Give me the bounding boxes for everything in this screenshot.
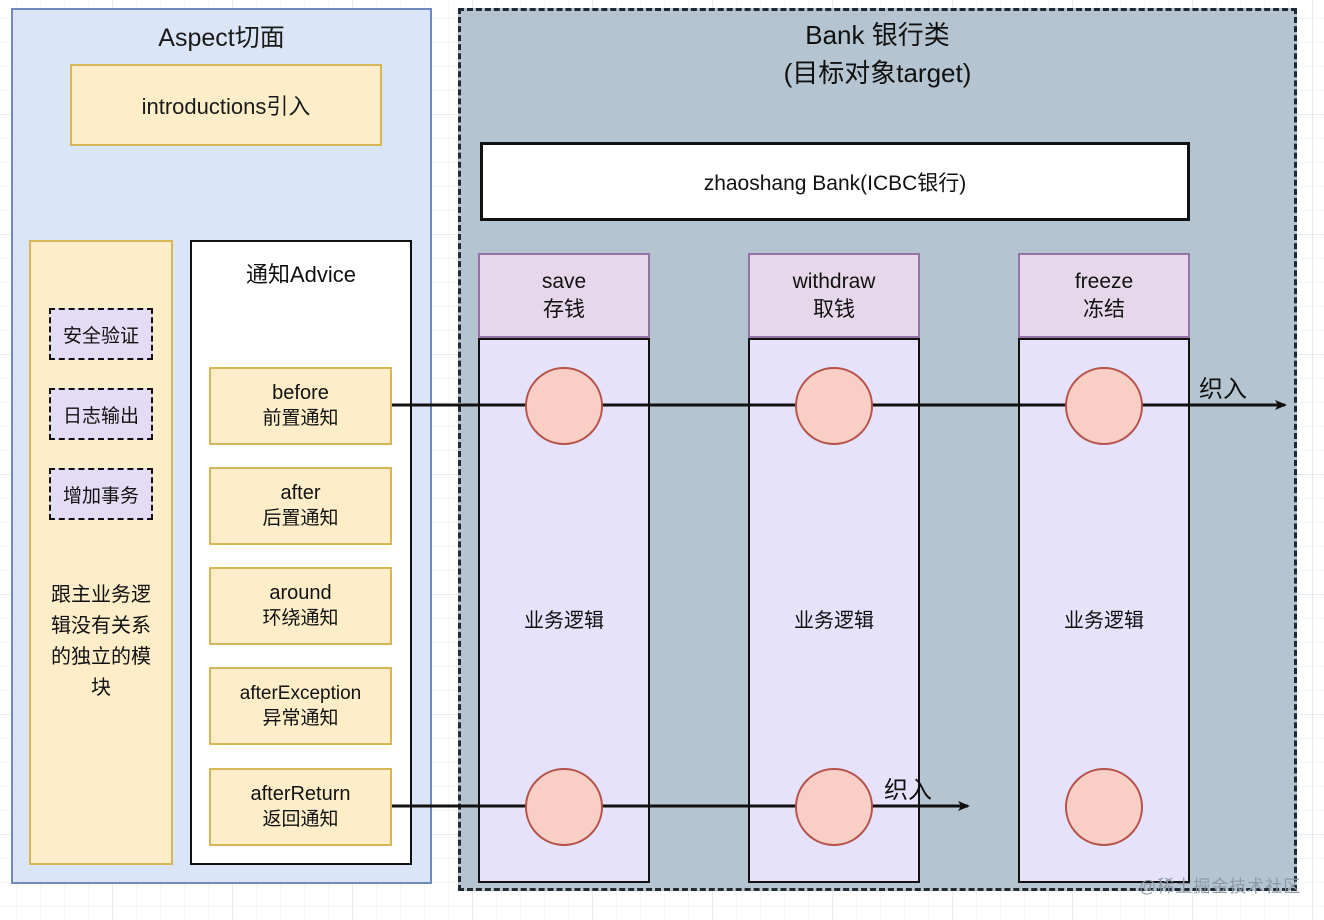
joinpoint-freeze-bottom (1065, 768, 1143, 846)
method-logic-save: 业务逻辑 (524, 610, 604, 632)
joinpoint-save-bottom (525, 768, 603, 846)
advice-en-label: around (269, 582, 332, 604)
concern-chip-logging: 日志输出 (49, 388, 153, 440)
method-cn-label: 存钱 (543, 297, 585, 321)
concern-chip-security: 安全验证 (49, 308, 153, 360)
bank-title-line1: Bank 银行类 (805, 20, 950, 50)
aspect-panel-title: Aspect切面 (158, 24, 285, 52)
advice-box-after: after 后置通知 (209, 467, 392, 545)
method-logic-withdraw: 业务逻辑 (794, 610, 874, 632)
advice-en-label: afterReturn (250, 783, 351, 805)
advice-cn-label: 环绕通知 (262, 608, 339, 629)
method-head-withdraw: withdraw 取钱 (748, 253, 920, 338)
advice-box-around: around 环绕通知 (209, 567, 392, 645)
joinpoint-save-top (525, 367, 603, 445)
advice-en-label: afterException (239, 683, 362, 704)
advice-panel-title: 通知Advice (245, 262, 357, 287)
method-head-freeze: freeze 冻结 (1018, 253, 1190, 338)
method-cn-label: 冻结 (1083, 297, 1125, 321)
method-en-label: withdraw (792, 269, 876, 293)
advice-cn-label: 前置通知 (262, 408, 339, 429)
advice-cn-label: 后置通知 (262, 508, 339, 529)
method-cn-label: 取钱 (813, 297, 855, 321)
weave-label-bottom: 织入 (884, 777, 932, 804)
method-en-label: save (541, 269, 587, 293)
method-logic-freeze: 业务逻辑 (1064, 610, 1144, 632)
bank-instance-box: zhaoshang Bank(ICBC银行) (480, 142, 1190, 221)
method-en-label: freeze (1074, 269, 1134, 293)
advice-box-after-return: afterReturn 返回通知 (209, 768, 392, 846)
bank-title-line2: (目标对象target) (783, 58, 972, 88)
advice-box-after-exception: afterException 异常通知 (209, 667, 392, 745)
watermark: @稀土掘金技术社区 (1139, 877, 1302, 896)
advice-en-label: after (280, 482, 321, 504)
advice-panel (190, 240, 412, 865)
joinpoint-freeze-top (1065, 367, 1143, 445)
weave-label-top: 织入 (1199, 376, 1247, 403)
advice-cn-label: 异常通知 (262, 708, 339, 729)
concern-chip-transaction: 增加事务 (49, 468, 153, 520)
joinpoint-withdraw-top (795, 367, 873, 445)
method-head-save: save 存钱 (478, 253, 650, 338)
bank-panel-title: Bank 银行类 (目标对象target) (458, 16, 1297, 92)
joinpoint-withdraw-bottom (795, 768, 873, 846)
introductions-box: introductions引入 (70, 64, 382, 146)
advice-en-label: before (272, 382, 329, 404)
concerns-note: 跟主业务逻辑没有关系的独立的模块 (51, 584, 151, 699)
advice-box-before: before 前置通知 (209, 367, 392, 445)
advice-cn-label: 返回通知 (262, 809, 339, 830)
